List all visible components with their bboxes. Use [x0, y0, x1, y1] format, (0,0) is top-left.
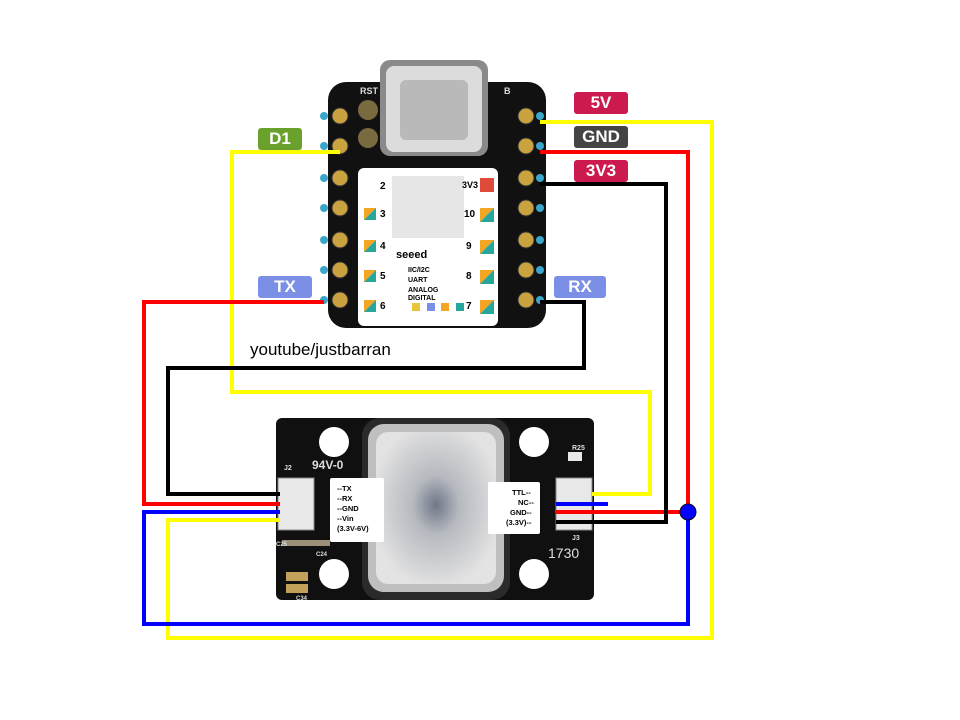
board-pin-10: 10: [464, 209, 476, 220]
sensor-pin-3v3: (3.3V)--: [506, 518, 532, 527]
wire-3v3-black: [540, 182, 668, 524]
sensor-left-pin-box: [330, 478, 384, 542]
board-boot-label: B: [504, 86, 511, 96]
sensor-pin-nc: NC--: [518, 498, 534, 507]
sensor-pin-vin: --Vin: [337, 514, 354, 523]
sensor-pin-gnd: --GND: [337, 504, 359, 513]
wire-rx-black: [166, 300, 586, 496]
gnd-junction-dot: [679, 503, 697, 521]
board-pin-3v3: 3V3: [462, 180, 479, 190]
board-pin-4: 4: [380, 241, 386, 252]
fingerprint-sensor: [276, 418, 594, 600]
label-gnd: GND: [574, 126, 628, 148]
wire-gnd-red: [540, 150, 690, 514]
sensor-pin-rx: --RX: [337, 494, 353, 503]
xiao-board: [320, 60, 546, 328]
sensor-pin-tx: --TX: [337, 484, 352, 493]
wire-gnd-blue: [142, 510, 690, 626]
board-reset-label: RST: [360, 86, 378, 96]
board-legend-uart: UART: [408, 277, 428, 284]
sensor-pin-gnd-right: GND--: [510, 508, 532, 517]
sensor-mark-1730: 1730: [548, 545, 580, 561]
sensor-mark-c24: C24: [316, 552, 328, 558]
board-legend-i2c: IIC/I2C: [408, 267, 430, 274]
sensor-mark-94v0: 94V-0: [312, 458, 344, 472]
sensor-pin-ttl: TTL--: [512, 488, 531, 497]
label-5v: 5V: [574, 92, 628, 114]
board-legend-digital: DIGITAL: [408, 295, 436, 302]
board-pin-5: 5: [380, 271, 386, 282]
sensor-mark-c34: C34: [296, 596, 308, 602]
sensor-mark-c25: C25: [276, 542, 288, 548]
board-pin-8: 8: [466, 271, 472, 282]
label-rx: RX: [554, 276, 606, 298]
sensor-mark-r25: R25: [572, 445, 585, 452]
credit-text: youtube/justbarran: [250, 340, 391, 359]
board-pin-9: 9: [466, 241, 472, 252]
board-pin-2: 2: [380, 181, 386, 192]
sensor-mark-j2: J2: [284, 465, 292, 472]
board-pin-6: 6: [380, 301, 386, 312]
label-d1: D1: [258, 128, 302, 150]
wire-5v-yellow: [166, 120, 714, 640]
board-brand: seeed: [396, 249, 428, 261]
label-tx: TX: [258, 276, 312, 298]
sensor-mark-j3: J3: [572, 535, 580, 542]
sensor-pin-vin-range: (3.3V-6V): [337, 524, 369, 533]
board-pin-7: 7: [466, 301, 472, 312]
board-pin-3: 3: [380, 209, 386, 220]
board-legend-analog: ANALOG: [408, 287, 439, 294]
wire-d1-yellow: [230, 150, 652, 496]
wires: [142, 120, 714, 640]
sensor-right-pin-box: [488, 482, 540, 534]
wire-tx-red: [142, 300, 324, 506]
label-3v3: 3V3: [574, 160, 628, 182]
